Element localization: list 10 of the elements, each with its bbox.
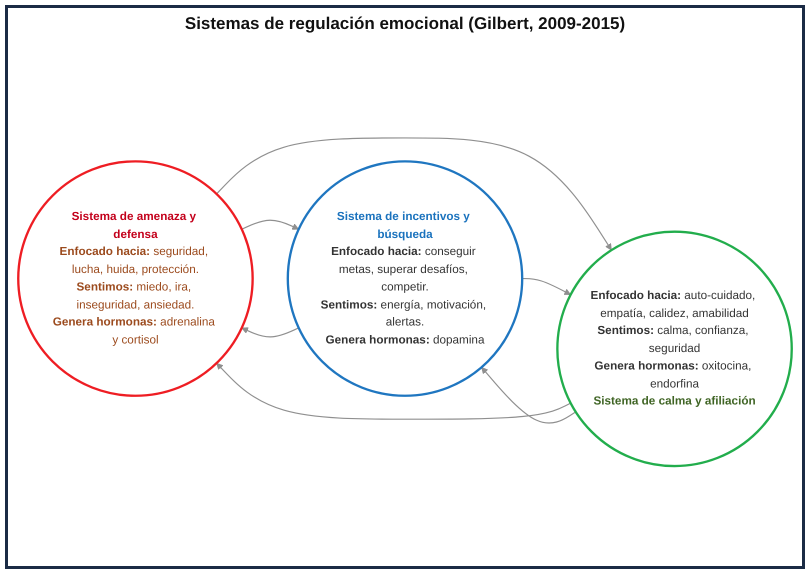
arrow xyxy=(242,220,299,230)
node-circle: Sistema de incentivos y búsqueda Enfocado hacia: conseguir metas, superar desafíos, competir. Sentimos: energía, motivación, alertas. Genera hormonas: dopamina xyxy=(286,160,524,397)
arrow xyxy=(216,137,612,250)
diagram-title: Sistemas de regulación emocional (Gilbert, 2009-2015) xyxy=(184,14,626,34)
arrow xyxy=(522,278,571,295)
node-circle: Sistema de amenaza y defensa Enfocado hacia: seguridad, lucha, huida, protección. Sentimos: miedo, ira, inseguridad, ansiedad. Genera hormonas: adrenalina y cortisol xyxy=(17,160,254,397)
arrow xyxy=(241,327,299,338)
arrow xyxy=(481,367,576,424)
node-circle: Enfocado hacia: auto-cuidado, empatía, calidez, amabilidad Sentimos: calma, confianza, seguridad Genera hormonas: oxitocina, endorfina Sistema de calma y afiliación xyxy=(556,230,793,468)
arrow xyxy=(216,362,571,420)
